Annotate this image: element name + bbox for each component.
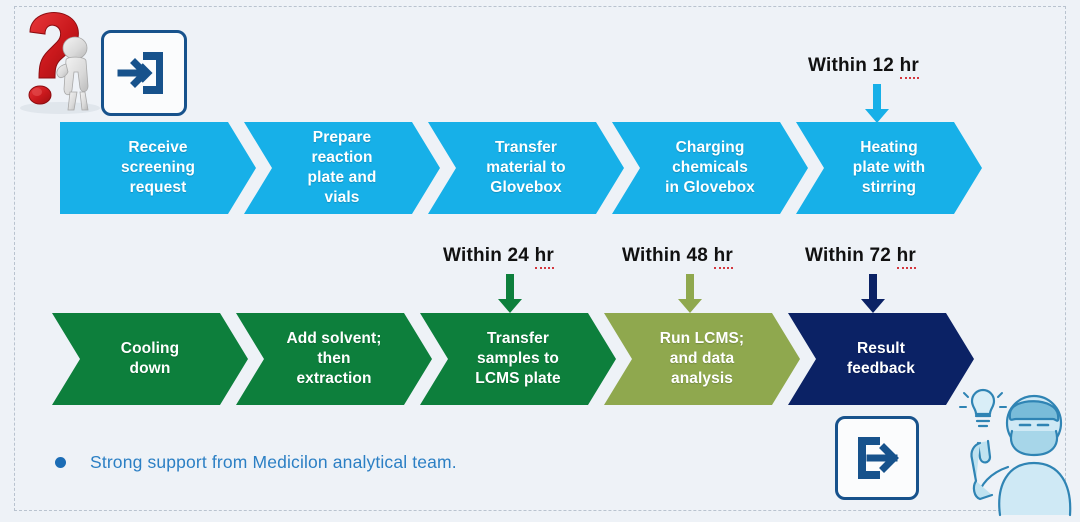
login-arrow-icon — [101, 30, 187, 116]
question-mark-figure-illustration — [8, 4, 104, 116]
timing-prefix: Within 24 — [443, 245, 535, 266]
bullet-dot-icon — [55, 457, 66, 468]
footnote-bullet-item: Strong support from Medicilon analytical… — [55, 452, 457, 473]
timing-prefix: Within 48 — [622, 245, 714, 266]
timing-unit: hr — [899, 55, 919, 79]
down-arrow-to-transfer-samples — [495, 274, 525, 319]
down-arrow-to-heating-plate — [862, 84, 892, 129]
timing-unit: hr — [534, 245, 554, 269]
timing-prefix: Within 72 — [805, 245, 897, 266]
person-with-lightbulb-illustration — [950, 385, 1076, 517]
logout-arrow-icon — [835, 416, 919, 500]
down-arrow-to-result-feedback — [858, 274, 888, 319]
timing-unit: hr — [713, 245, 733, 269]
timing-label-within-48-hr: Within 48 hr — [622, 245, 733, 269]
footnote-text: Strong support from Medicilon analytical… — [90, 452, 457, 472]
down-arrow-to-run-lcms — [675, 274, 705, 319]
timing-label-within-72-hr: Within 72 hr — [805, 245, 916, 269]
timing-label-within-12-hr: Within 12 hr — [808, 55, 919, 79]
timing-prefix: Within 12 — [808, 55, 900, 76]
timing-label-within-24-hr: Within 24 hr — [443, 245, 554, 269]
timing-unit: hr — [896, 245, 916, 269]
